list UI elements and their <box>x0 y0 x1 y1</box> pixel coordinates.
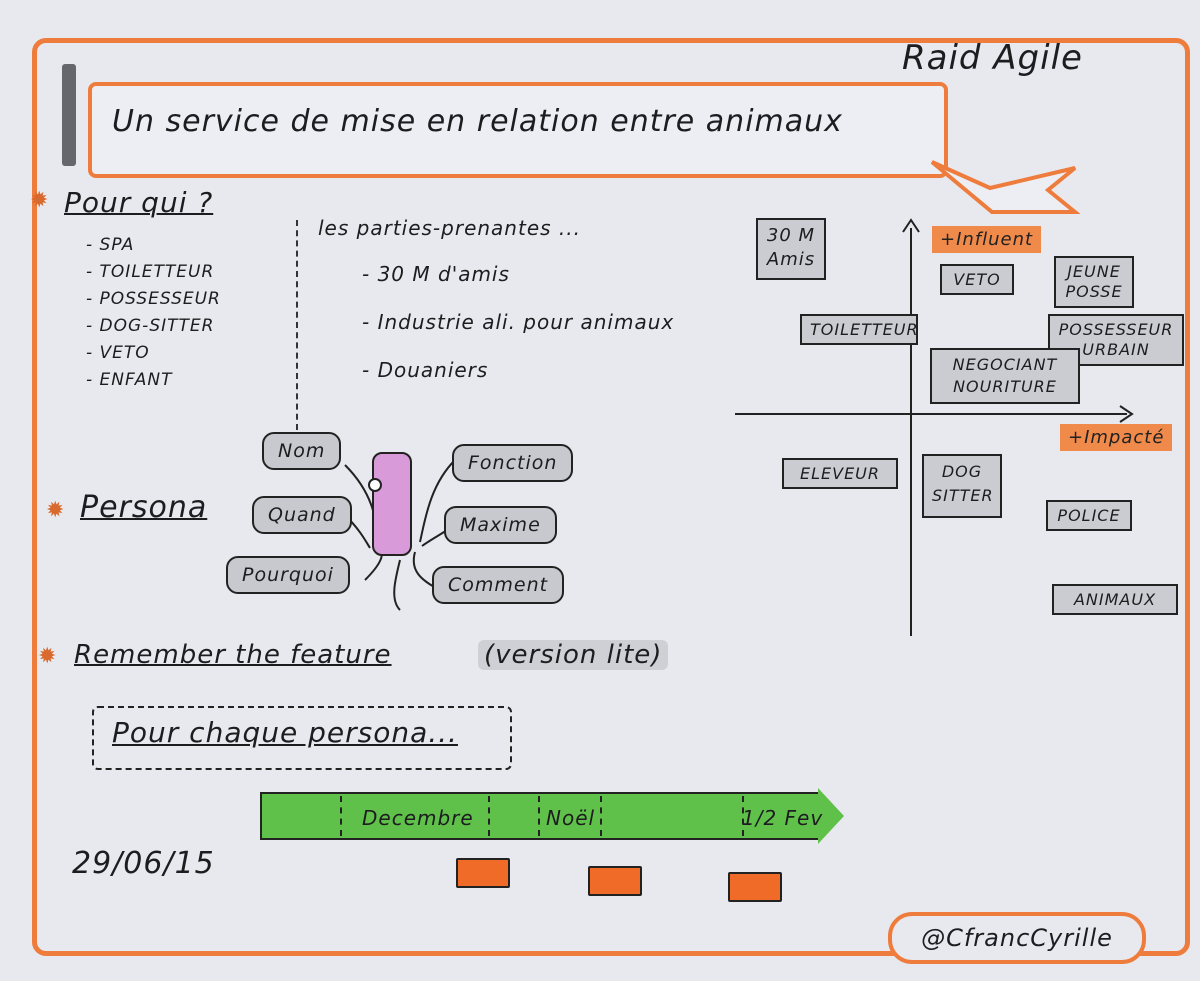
timeline-marker <box>742 796 744 836</box>
y-axis <box>910 228 912 636</box>
quadrant-node: ELEVEUR <box>782 458 898 489</box>
who-item: - ENFANT <box>86 370 173 390</box>
release-flag-icon <box>728 872 782 902</box>
x-axis <box>735 413 1127 415</box>
stakeholders-heading: les parties-prenantes ... <box>318 216 581 240</box>
banner-tail <box>930 160 1080 214</box>
stakeholder-item: - 30 M d'amis <box>362 262 510 286</box>
who-item: - DOG-SITTER <box>86 316 215 336</box>
quadrant-node: DOG SITTER <box>922 454 1002 518</box>
who-item: - POSSESSEUR <box>86 289 221 309</box>
timeline-marker <box>600 796 602 836</box>
persona-eye-icon <box>368 478 382 492</box>
remember-suffix: (version lite) <box>478 640 669 670</box>
y-axis-arrow-icon <box>902 218 920 233</box>
timeline-label-noel: Noël <box>546 806 596 830</box>
quadrant-node: POLICE <box>1046 500 1132 531</box>
date-label: 29/06/15 <box>72 846 215 881</box>
persona-chip-comment: Comment <box>432 566 565 604</box>
who-item: - TOILETTEUR <box>86 262 215 282</box>
stakeholder-item: - Douaniers <box>362 358 489 382</box>
timeline-label-fev: 1/2 Fev <box>742 806 824 830</box>
remember-box <box>92 706 512 770</box>
banner-pole <box>62 64 76 166</box>
who-bullet-icon: ✹ <box>30 188 49 213</box>
remember-heading: Remember the feature <box>74 640 392 670</box>
persona-chip-pourquoi: Pourquoi <box>226 556 350 594</box>
banner <box>88 82 948 178</box>
persona-chip-nom: Nom <box>262 432 342 470</box>
persona-chip-quand: Quand <box>252 496 352 534</box>
who-item: - VETO <box>86 343 150 363</box>
stakeholder-item: - Industrie ali. pour animaux <box>362 310 675 334</box>
remember-bullet-icon: ✹ <box>38 644 57 669</box>
persona-heading: Persona <box>80 490 208 525</box>
timeline-marker <box>488 796 490 836</box>
divider <box>296 220 298 430</box>
quadrant-node: JEUNE POSSE <box>1054 256 1134 308</box>
persona-chip-maxime: Maxime <box>444 506 557 544</box>
quadrant-node: 30 M Amis <box>756 218 826 280</box>
timeline-arrow-icon <box>818 788 844 844</box>
x-axis-arrow-icon <box>1119 405 1134 423</box>
persona-chip-fonction: Fonction <box>452 444 574 482</box>
x-axis-label: +Impacté <box>1060 424 1173 451</box>
persona-face <box>368 452 412 556</box>
banner-title: Un service de mise en relation entre ani… <box>112 104 843 139</box>
quadrant-node: NEGOCIANT NOURITURE <box>930 348 1080 404</box>
release-flag-icon <box>456 858 510 888</box>
timeline-label-decembre: Decembre <box>362 806 474 830</box>
release-flag-icon <box>588 866 642 896</box>
signature-badge: @CfrancCyrille <box>888 912 1146 964</box>
brand-title: Raid Agile <box>902 38 1083 78</box>
page-frame <box>32 38 1190 956</box>
quadrant-node: ANIMAUX <box>1052 584 1178 615</box>
y-axis-label: +Influent <box>932 226 1042 253</box>
stakeholders-list: - 30 M d'amis - Industrie ali. pour anim… <box>362 250 674 394</box>
who-heading: Pour qui ? <box>64 186 214 219</box>
who-list: - SPA - TOILETTEUR - POSSESSEUR - DOG-SI… <box>86 232 221 394</box>
persona-bullet-icon: ✹ <box>46 498 65 523</box>
quadrant-node: VETO <box>940 264 1014 295</box>
timeline-marker <box>538 796 540 836</box>
remember-box-text: Pour chaque persona... <box>112 716 458 749</box>
who-item: - SPA <box>86 235 135 255</box>
timeline-marker <box>340 796 342 836</box>
timeline-bar <box>260 792 820 840</box>
quadrant-node: TOILETTEUR <box>800 314 918 345</box>
